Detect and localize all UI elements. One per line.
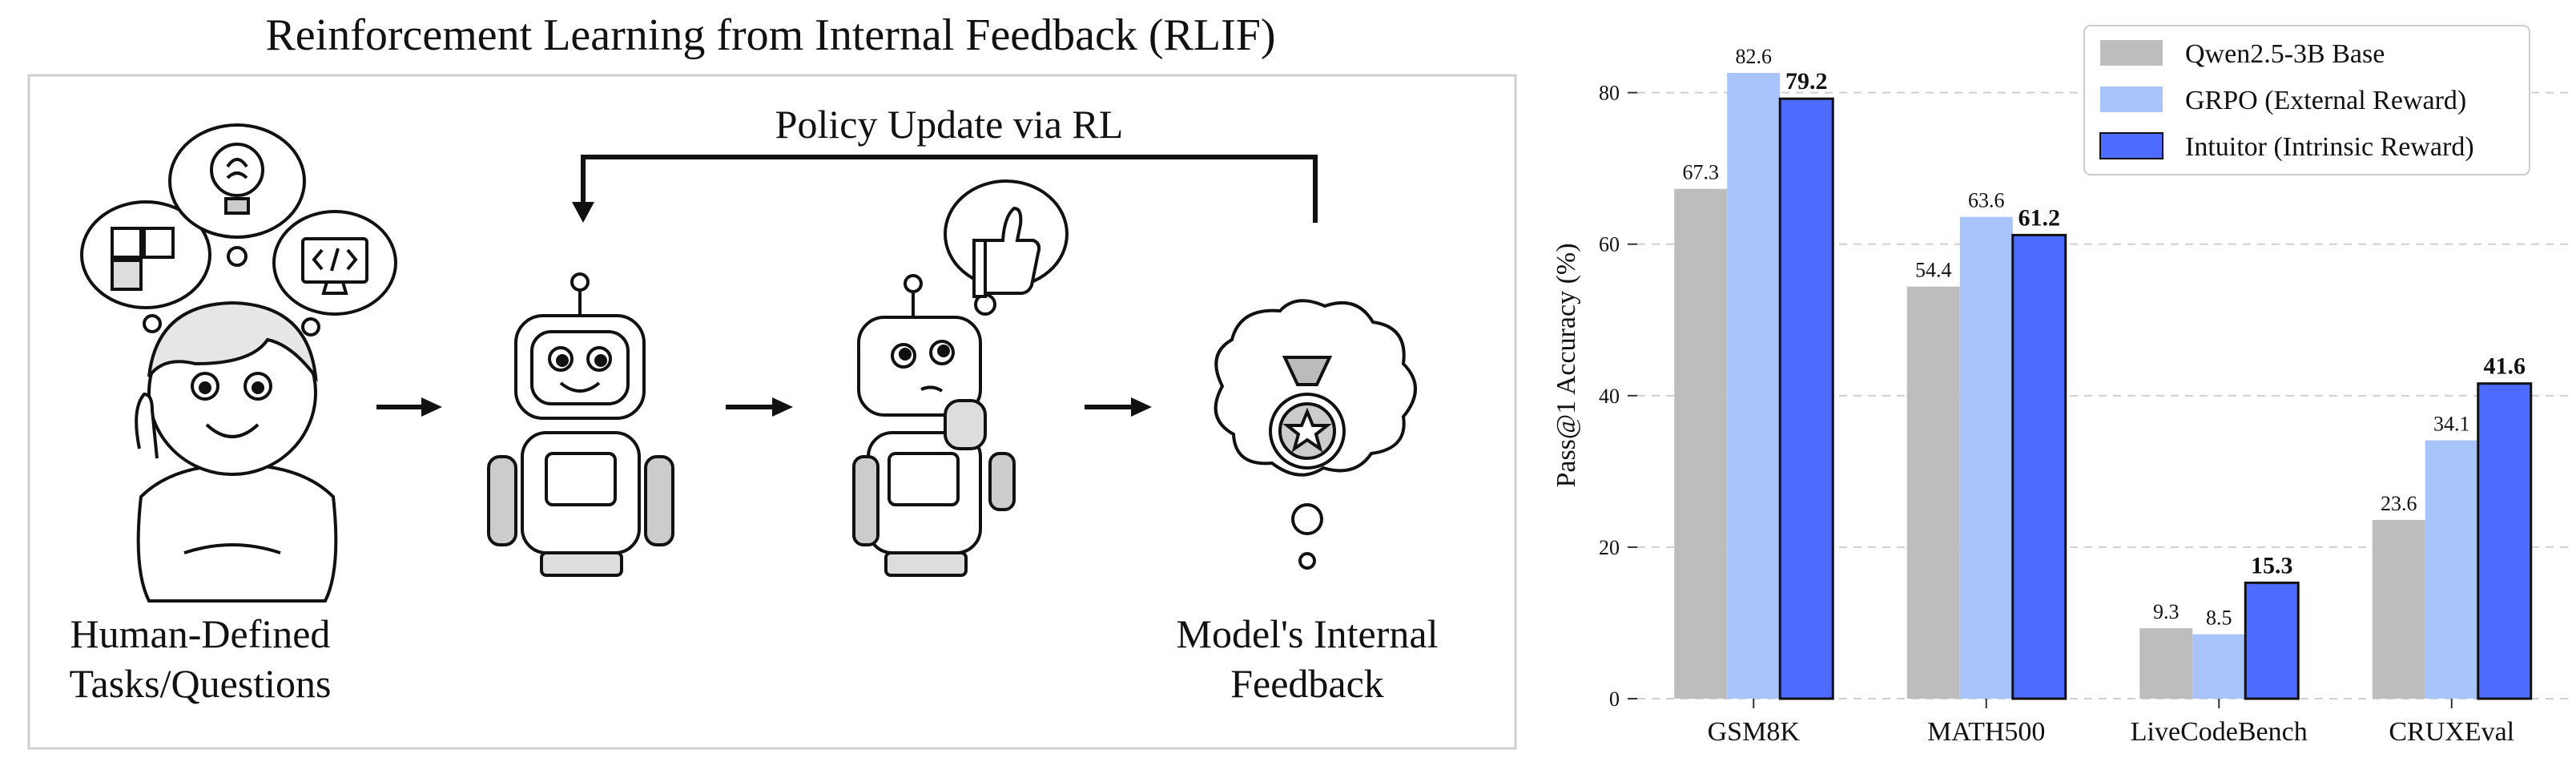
feedback-cloud — [1214, 299, 1417, 570]
legend-swatch-grpo — [2100, 87, 2163, 112]
flow-arrow-2 — [726, 397, 793, 417]
y-tick-label: 0 — [1609, 687, 1620, 711]
bar-value-label: 9.3 — [2153, 600, 2180, 623]
diagram-title: Reinforcement Learning from Internal Fee… — [265, 10, 1275, 60]
bar-value-label: 63.6 — [1968, 189, 2005, 212]
puzzle-icon — [111, 227, 175, 291]
y-tick-label: 80 — [1599, 82, 1620, 105]
bar — [2192, 634, 2246, 699]
labels-layer: 67.3 82.6 79.2 54.4 63.6 61.2 9.3 8.5 15.3 23.6 34… — [1683, 45, 2526, 630]
bar-value-label: 61.2 — [2019, 204, 2061, 231]
bar — [2477, 382, 2533, 700]
bar — [2139, 628, 2193, 699]
bar-value-label: 67.3 — [1683, 161, 1720, 184]
bar — [1906, 286, 1960, 699]
legend-label-base: Qwen2.5-3B Base — [2185, 39, 2385, 69]
bar-value-label: 23.6 — [2381, 492, 2417, 515]
legend: Qwen2.5-3B Base GRPO (External Reward) I… — [2083, 25, 2530, 175]
bar — [1778, 97, 1834, 700]
brain-lightbulb-icon — [210, 143, 264, 215]
x-tick-label: LiveCodeBench — [2131, 717, 2308, 747]
legend-label-intuitor: Intuitor (Intrinsic Reward) — [2185, 132, 2474, 162]
right-caption-line2: Feedback — [1230, 661, 1384, 706]
bar — [1674, 188, 1728, 699]
bar-value-label: 79.2 — [1785, 68, 1828, 95]
bar-value-label: 34.1 — [2433, 413, 2470, 436]
thumbs-up-icon — [972, 206, 1041, 298]
y-axis-label: Pass@1 Accuracy (%) — [1552, 243, 1581, 487]
x-tick-label: MATH500 — [1927, 717, 2045, 747]
bar-value-label: 41.6 — [2484, 353, 2526, 380]
medal-star-icon — [1269, 356, 1346, 470]
bars-layer — [1674, 73, 2533, 700]
bar — [2372, 519, 2425, 699]
code-monitor-icon — [301, 237, 368, 295]
bar-value-label: 82.6 — [1736, 45, 1773, 68]
accuracy-bar-chart: 67.3 82.6 79.2 54.4 63.6 61.2 9.3 8.5 15.3 23.6 34… — [1552, 25, 2568, 747]
legend-box — [2083, 25, 2530, 175]
bar — [1727, 73, 1781, 699]
y-tick-label: 40 — [1599, 385, 1620, 408]
bar — [2425, 440, 2478, 699]
bar-value-label: 8.5 — [2206, 607, 2232, 630]
flow-arrow-3 — [1085, 397, 1152, 417]
y-tick-label: 20 — [1599, 536, 1620, 559]
policy-update-loop-arrow — [581, 155, 1318, 223]
legend-label-grpo: GRPO (External Reward) — [2185, 86, 2466, 115]
left-caption-line2: Tasks/Questions — [69, 661, 331, 706]
flow-arrow-1 — [376, 397, 442, 417]
bar-value-label: 54.4 — [1915, 259, 1952, 282]
loop-arrowhead — [572, 202, 594, 223]
right-caption-line1: Model's Internal — [1177, 611, 1439, 656]
loop-label: Policy Update via RL — [775, 102, 1124, 147]
x-tick-label: CRUXEval — [2389, 717, 2514, 747]
bar — [2011, 233, 2067, 700]
left-caption-line1: Human-Defined — [70, 611, 331, 656]
legend-swatch-base — [2100, 40, 2163, 66]
x-tick-label: GSM8K — [1708, 717, 1801, 747]
bar — [2244, 581, 2300, 700]
y-tick-label: 60 — [1599, 233, 1620, 256]
bar-value-label: 15.3 — [2251, 552, 2293, 578]
legend-swatch-intuitor — [2099, 132, 2163, 159]
bar — [1959, 216, 2013, 699]
human-boy-figure — [135, 300, 338, 603]
robot-policy-figure — [487, 272, 674, 577]
robot-thinking-figure — [852, 274, 1016, 577]
rlif-diagram: Reinforcement Learning from Internal Fee… — [27, 10, 1517, 750]
